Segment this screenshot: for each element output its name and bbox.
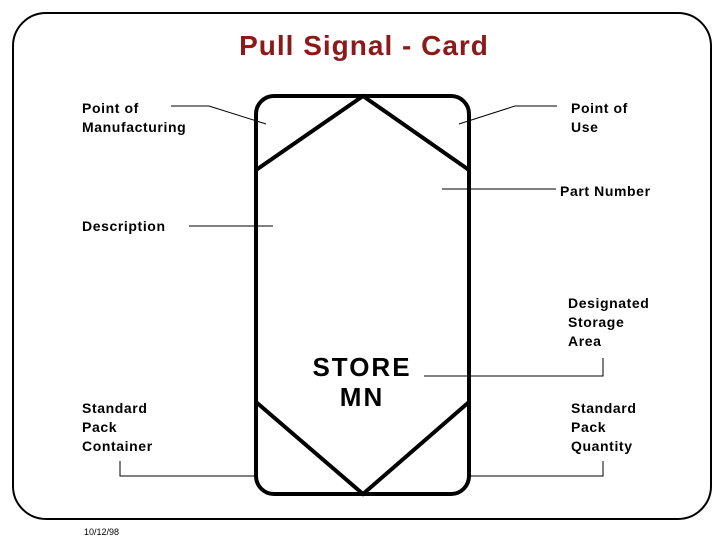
store-code: MN <box>339 382 385 412</box>
label-description: Description <box>82 218 166 234</box>
label-line: Manufacturing <box>82 119 187 135</box>
label-line: Area <box>568 333 602 349</box>
label-standard-pack-quantity: Standard Pack Quantity <box>571 399 636 456</box>
kanban-card-outline <box>254 94 471 496</box>
label-standard-pack-container: Standard Pack Container <box>82 399 153 456</box>
leader-standard-pack-quantity <box>467 461 604 477</box>
label-line: Storage <box>568 314 625 330</box>
label-line: Quantity <box>571 438 633 454</box>
card-top-chevron <box>254 93 471 172</box>
label-line: Point of <box>571 100 628 116</box>
leader-point-of-use <box>458 105 557 125</box>
label-line: Pack <box>571 419 607 435</box>
label-line: Point of <box>82 100 139 116</box>
label-line: Use <box>571 119 599 135</box>
label-line: Standard <box>82 400 148 416</box>
leader-standard-pack-container <box>119 461 258 477</box>
slide-title: Pull Signal - Card <box>239 30 489 61</box>
label-line: Designated <box>568 295 650 311</box>
label-designated-storage-area: Designated Storage Area <box>568 294 649 351</box>
store-location-code: STORE MN <box>300 352 424 412</box>
card-bottom-chevron <box>254 400 471 497</box>
slide-date: 10/12/98 <box>84 527 120 537</box>
label-line: Container <box>82 438 153 454</box>
label-point-of-use: Point of Use <box>571 99 628 137</box>
label-part-number: Part Number <box>560 183 651 199</box>
leader-designated-storage-area <box>424 358 604 377</box>
leader-point-of-manufacturing <box>171 105 267 125</box>
label-line: Pack <box>82 419 118 435</box>
slide-frame <box>12 12 712 520</box>
store-text: STORE <box>312 352 412 382</box>
label-line: Standard <box>571 400 637 416</box>
label-point-of-manufacturing: Point of Manufacturing <box>82 99 186 137</box>
